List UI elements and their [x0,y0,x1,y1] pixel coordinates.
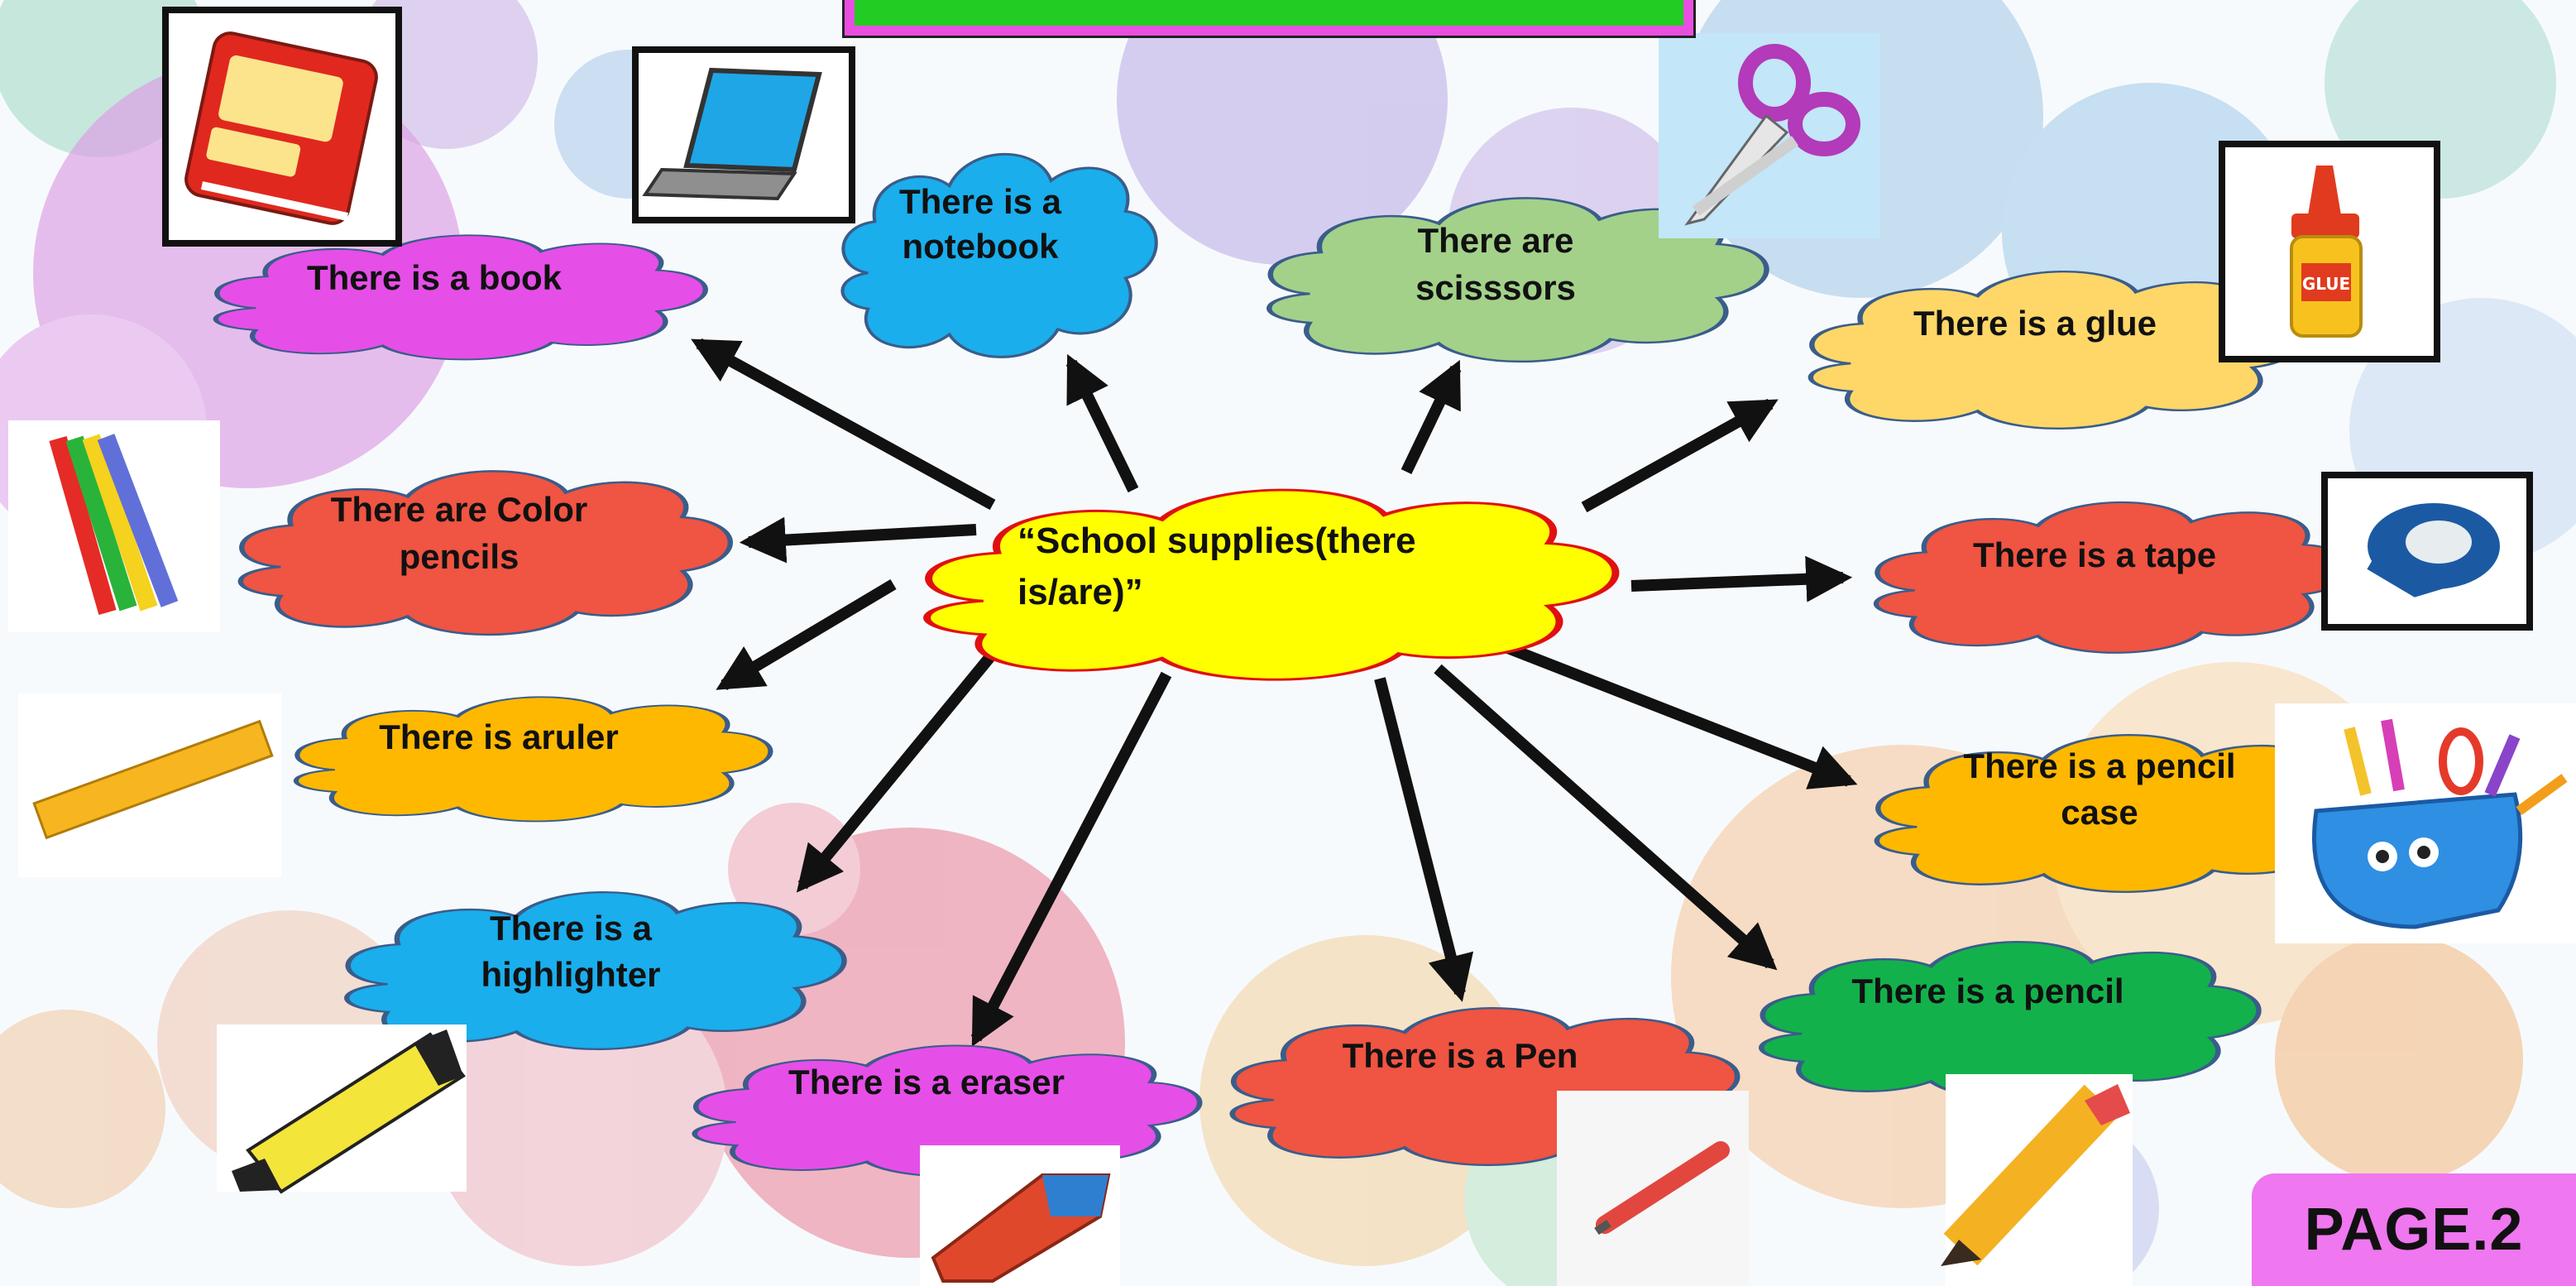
node-color-pencils-label-2: pencils [400,537,520,576]
node-notebook: There is a notebook [842,154,1156,357]
node-color-pencils-label-1: There are Color [331,490,587,529]
node-glue: There is a glue [1811,271,2301,429]
central-concept-line-2: is/are)” [1017,572,1143,612]
connector-arrows [691,338,1858,1047]
node-scissors-label-2: scisssors [1415,268,1576,307]
node-highlighter: There is a highlighter [347,892,844,1049]
svg-text:GLUE: GLUE [2302,274,2350,294]
laptop-icon [632,46,855,223]
node-eraser: There is a eraser [695,1045,1199,1176]
arrow-to-pen [1374,677,1474,1002]
node-notebook-label-1: There is a [899,182,1062,221]
arrow-to-tape [1630,555,1853,602]
arrow-to-glue [1581,398,1779,513]
ruler-icon [18,693,281,877]
arrow-to-scissors [1401,359,1462,475]
central-concept-line-1: “School supplies(there [1017,521,1416,561]
node-tape-label-1: There is a tape [1973,535,2216,574]
highlighter-icon [217,1024,467,1194]
central-concept: “School supplies(there is/are)” [927,490,1616,679]
arrow-to-color-pencils [739,516,977,564]
glue-icon: GLUE [2219,141,2440,362]
node-highlighter-label-2: highlighter [481,955,661,994]
illustrations: GLUE [8,7,2576,1286]
book-icon [162,7,402,247]
arrow-to-ruler [716,578,897,691]
node-color-pencils: There are Color pencils [241,471,730,635]
page-number-label: PAGE.2 [2304,1197,2524,1263]
pen-icon [1557,1091,1749,1286]
page-number-badge: PAGE.2 [2252,1173,2576,1286]
pencil-case-icon [2275,703,2576,943]
arrow-to-eraser [970,671,1172,1047]
scissors-icon [1659,33,1880,238]
node-glue-label-1: There is a glue [1913,304,2157,343]
pencil-icon [1941,1074,2133,1286]
node-tape: There is a tape [1876,502,2351,653]
arrow-to-pencil [1434,664,1778,971]
node-ruler-label-1: There is aruler [379,717,618,756]
node-highlighter-label-1: There is a [490,909,653,948]
arrow-to-highlighter [796,650,998,893]
eraser-icon [920,1145,1120,1286]
node-ruler-cloud [296,697,771,821]
node-pen-label-1: There is a Pen [1343,1036,1578,1075]
node-notebook-label-2: notebook [903,227,1060,266]
node-tape-cloud [1876,502,2351,653]
node-pencil-case: There is a pencil case [1877,735,2367,892]
node-pencil-case-label-1: There is a pencil [1963,746,2235,785]
node-book-cloud [216,235,706,359]
node-ruler: There is aruler [296,697,771,821]
node-scissors: There are scisssors [1269,198,1766,362]
node-pencil-case-label-2: case [2061,793,2138,832]
tape-icon [2321,472,2533,631]
node-eraser-label-1: There is a eraser [788,1063,1065,1101]
color-pencils-icon [8,420,220,632]
title-banner [842,0,1696,38]
arrow-to-book [691,338,996,511]
node-scissors-label-1: There are [1417,221,1573,260]
node-book-label-1: There is a book [307,258,563,297]
node-pencil: There is a pencil [1761,942,2258,1099]
node-book: There is a book [216,235,706,359]
arrow-to-pencil-case [1499,640,1858,789]
node-pencil-label-1: There is a pencil [1851,972,2124,1010]
node-pen: There is a Pen [1233,1008,1738,1165]
arrow-to-notebook [1065,353,1139,493]
